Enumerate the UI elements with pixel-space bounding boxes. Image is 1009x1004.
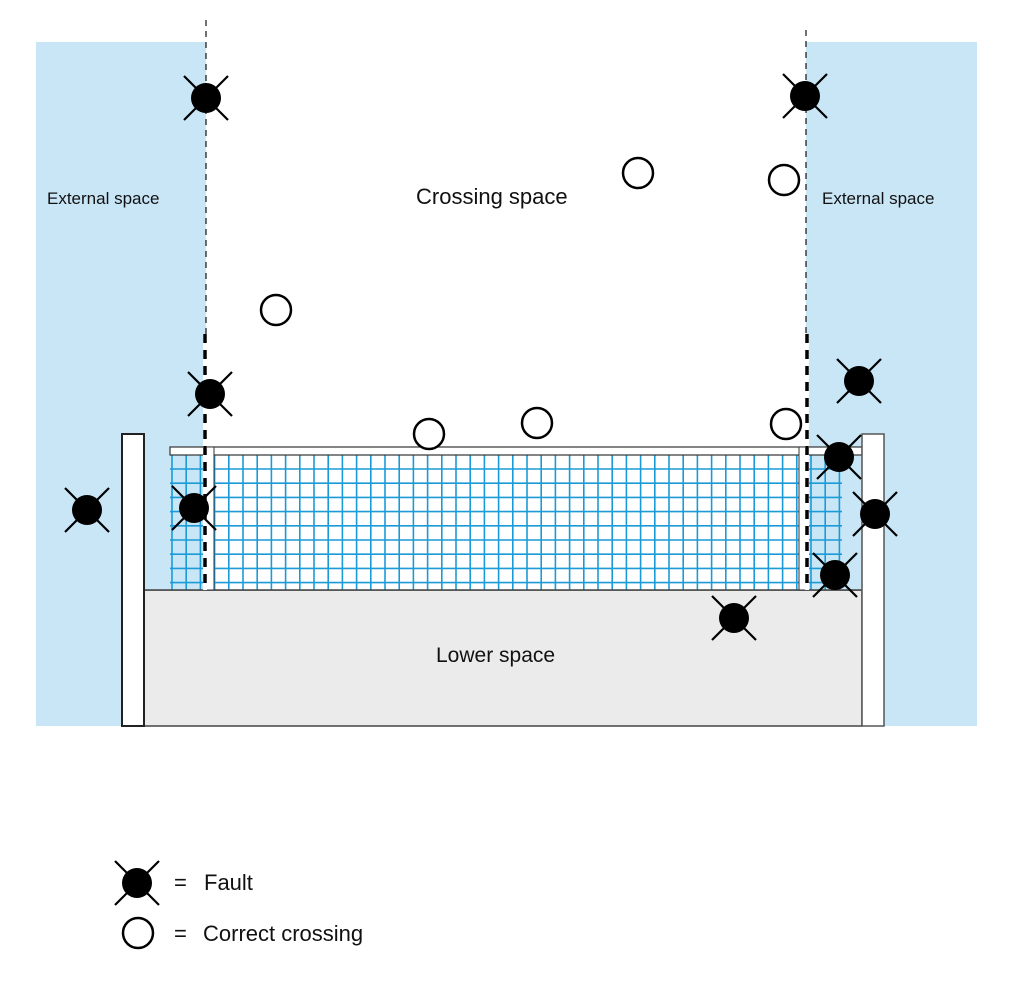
fault-dot <box>179 493 209 523</box>
post-right <box>861 433 885 727</box>
correct-crossing-marker <box>767 163 801 197</box>
net-mesh <box>170 455 842 590</box>
correct-crossing-circle <box>621 156 655 190</box>
fault-dot <box>790 81 820 111</box>
legend-fault-equals: = <box>174 870 187 895</box>
label-crossing-space: Crossing space <box>416 184 568 209</box>
correct-crossing-circle <box>412 417 446 451</box>
net-mesh-bg <box>170 455 842 590</box>
fault-marker <box>187 371 233 417</box>
fault-marker <box>64 487 110 533</box>
legend-correct-equals: = <box>174 921 187 946</box>
correct-crossing-circle <box>767 163 801 197</box>
fault-marker <box>852 491 898 537</box>
side-band-left <box>205 446 215 591</box>
fault-marker <box>836 358 882 404</box>
label-external-space-left: External space <box>47 189 159 208</box>
fault-dot <box>824 442 854 472</box>
correct-crossing-marker <box>259 293 293 327</box>
fault-dot <box>195 379 225 409</box>
correct-crossing-circle <box>769 407 803 441</box>
correct-crossing-marker <box>621 156 655 190</box>
legend-correct-icon <box>121 916 155 950</box>
fault-dot <box>72 495 102 525</box>
legend-fault-icon <box>114 860 160 906</box>
fault-dot <box>191 83 221 113</box>
fault-marker <box>183 75 229 121</box>
legend: = Fault = Correct crossing <box>114 860 363 950</box>
post-left <box>121 433 145 727</box>
correct-crossing-circle <box>520 406 554 440</box>
fault-dot <box>719 603 749 633</box>
correct-crossing-marker <box>769 407 803 441</box>
fault-dot <box>820 560 850 590</box>
fault-marker <box>812 552 858 598</box>
correct-crossing-marker <box>520 406 554 440</box>
label-lower-space: Lower space <box>436 644 555 667</box>
net-top-band <box>169 446 863 456</box>
correct-crossing-marker <box>412 417 446 451</box>
correct-crossing-circle <box>259 293 293 327</box>
legend-correct-label: Correct crossing <box>203 921 363 946</box>
markers <box>64 73 898 641</box>
legend-fault-label: Fault <box>204 870 253 895</box>
fault-dot <box>860 499 890 529</box>
fault-marker <box>782 73 828 119</box>
fault-marker <box>171 485 217 531</box>
fault-marker <box>711 595 757 641</box>
label-external-space-right: External space <box>822 189 934 208</box>
fault-dot <box>122 868 152 898</box>
net <box>144 446 863 591</box>
fault-dot <box>844 366 874 396</box>
fault-marker <box>816 434 862 480</box>
